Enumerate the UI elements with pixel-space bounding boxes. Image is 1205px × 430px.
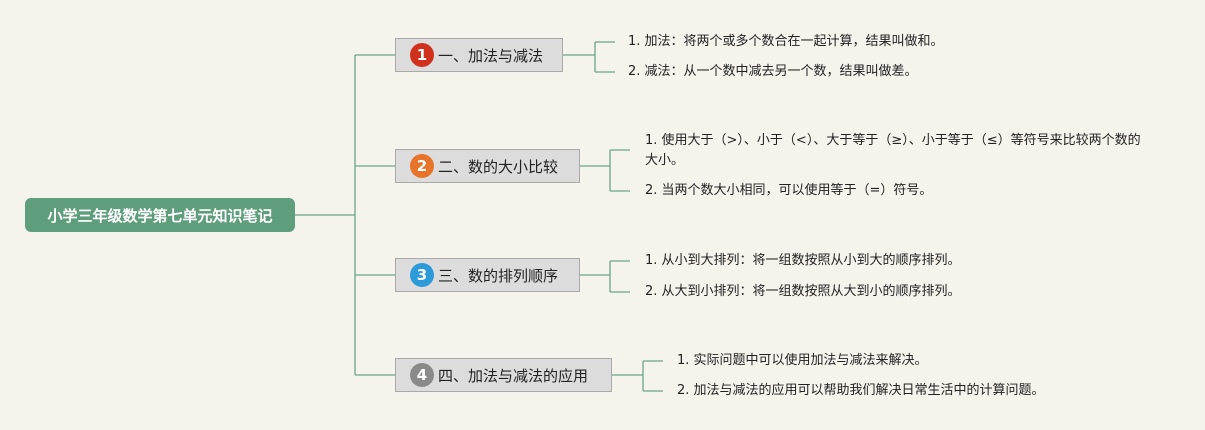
branch-node-3[interactable]: 3 三、数的排列顺序: [395, 258, 580, 292]
leaf-1-1: 1. 加法：将两个或多个数合在一起计算，结果叫做和。: [628, 34, 944, 49]
leaf-2-2: 2. 当两个数大小相同，可以使用等于（=）符号。: [645, 183, 933, 198]
leaf-4-2: 2. 加法与减法的应用可以帮助我们解决日常生活中的计算问题。: [677, 383, 1045, 398]
branch-node-1[interactable]: 1 一、加法与减法: [395, 38, 563, 72]
number-badge-icon: 3: [410, 263, 434, 287]
number-badge-icon: 1: [410, 43, 434, 67]
number-badge-icon: 4: [410, 363, 434, 387]
leaf-1-2: 2. 减法：从一个数中减去另一个数，结果叫做差。: [628, 64, 918, 79]
branch-label: 一、加法与减法: [438, 46, 544, 65]
branch-node-2[interactable]: 2 二、数的大小比较: [395, 149, 580, 183]
branch-label: 二、数的大小比较: [438, 157, 559, 176]
leaf-3-1: 1. 从小到大排列：将一组数按照从小到大的顺序排列。: [645, 253, 961, 268]
leaf-3-2: 2. 从大到小排列：将一组数按照从大到小的顺序排列。: [645, 284, 961, 299]
branch-label: 三、数的排列顺序: [438, 266, 559, 285]
branch-label: 四、加法与减法的应用: [438, 366, 589, 385]
leaf-2-1: 1. 使用大于（>）、小于（<）、大于等于（≥）、小于等于（≤）等符号来比较两个…: [645, 133, 1141, 168]
number-badge-icon: 2: [410, 154, 434, 178]
root-label: 小学三年级数学第七单元知识笔记: [47, 206, 273, 225]
branch-node-4[interactable]: 4 四、加法与减法的应用: [395, 358, 612, 392]
leaf-4-1: 1. 实际问题中可以使用加法与减法来解决。: [677, 353, 928, 368]
root-node[interactable]: 小学三年级数学第七单元知识笔记: [25, 198, 295, 232]
